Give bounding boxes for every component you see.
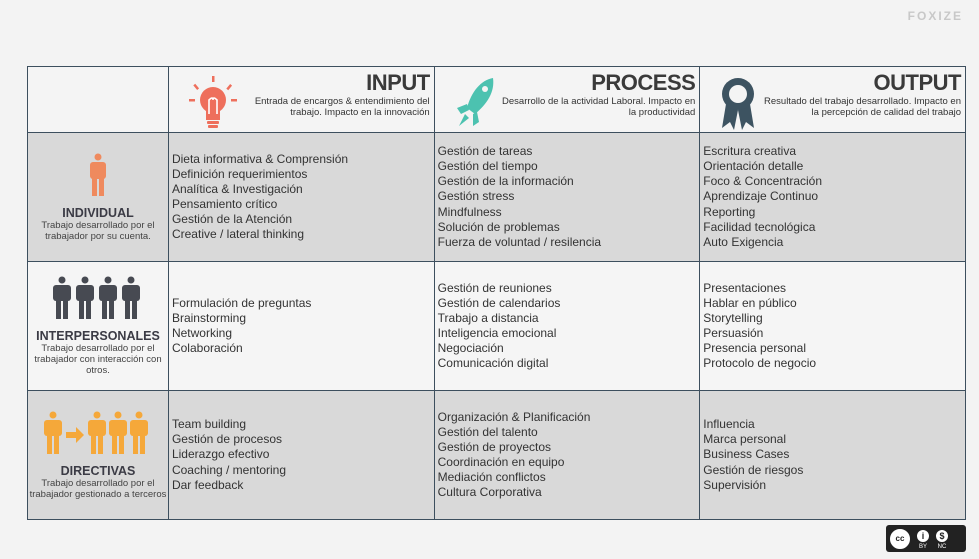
skill-item: Protocolo de negocio xyxy=(703,356,817,371)
skill-item: Gestión del talento xyxy=(437,424,538,439)
skill-item: Aprendizaje Continuo xyxy=(703,189,819,204)
column-header-input: INPUT Entrada de encargos & entendimient… xyxy=(167,66,435,133)
output-description: Resultado del trabajo desarrollado. Impa… xyxy=(764,95,961,119)
foxize-logo: FOXIZE xyxy=(907,9,963,23)
skill-item: Gestión de riesgos xyxy=(703,462,804,477)
category-title: INTERPERSONALES xyxy=(36,329,160,343)
category-individual: INDIVIDUAL Trabajo desarrollado por el t… xyxy=(27,132,169,262)
skill-item: Pensamiento crítico xyxy=(171,197,278,211)
skill-item: Gestión del tiempo xyxy=(437,159,538,174)
skill-item: Mediación conflictos xyxy=(437,470,546,485)
skill-item: Formulación de preguntas xyxy=(171,295,312,310)
skill-item: Influencia xyxy=(703,417,755,432)
skill-item: Foco & Concentración xyxy=(703,174,823,189)
category-directivas: DIRECTIVAS Trabajo desarrollado por el t… xyxy=(27,390,169,520)
skill-item: Liderazgo efectivo xyxy=(171,447,270,462)
row-interpersonales: INTERPERSONALES Trabajo desarrollado por… xyxy=(27,261,966,391)
skill-item: Analítica & Investigación xyxy=(171,181,303,196)
skill-item: Organización & Planificación xyxy=(437,409,591,424)
skill-item: Dieta informativa & Comprensión xyxy=(171,151,349,166)
skill-item: Gestión de procesos xyxy=(171,432,283,447)
corner-cell xyxy=(27,66,169,133)
nc-label: NC xyxy=(937,543,947,550)
input-description: Entrada de encargos & entendimiento del … xyxy=(254,95,430,119)
skill-item: Definición requerimientos xyxy=(171,166,308,181)
skill-item: Gestión de la Atención xyxy=(171,212,293,227)
skill-item: Brainstorming xyxy=(171,310,246,325)
skill-item: Storytelling xyxy=(703,310,763,325)
skill-item: Coordinación en equipo xyxy=(437,455,565,469)
skill-item: Presencia personal xyxy=(703,341,807,356)
skill-item: Reporting xyxy=(703,204,756,219)
category-description: Trabajo desarrollado por el trabajador p… xyxy=(41,219,155,242)
row-directivas: DIRECTIVAS Trabajo desarrollado por el t… xyxy=(27,390,966,520)
skill-item: Coaching / mentoring xyxy=(171,462,287,477)
skill-item: Colaboración xyxy=(171,341,243,356)
skill-item: Gestión de reuniones xyxy=(437,280,552,295)
category-title: INDIVIDUAL xyxy=(62,205,134,220)
skill-item: Team building xyxy=(171,417,247,432)
header-row: INPUT Entrada de encargos & entendimient… xyxy=(27,66,966,133)
skill-item: Persuasión xyxy=(703,326,764,340)
skill-item: Supervisión xyxy=(703,477,766,492)
skill-item: Trabajo a distancia xyxy=(437,310,539,325)
lightbulb-icon xyxy=(188,75,237,128)
row-individual: INDIVIDUAL Trabajo desarrollado por el t… xyxy=(27,132,966,262)
skill-item: Mindfulness xyxy=(437,204,502,219)
skill-item: Cultura Corporativa xyxy=(437,485,542,500)
skill-item: Presentaciones xyxy=(703,280,787,295)
rocket-icon xyxy=(456,77,493,126)
attribution-icon: i xyxy=(915,527,931,544)
skill-item: Solución de problemas xyxy=(437,219,560,234)
skill-item: Creative / lateral thinking xyxy=(171,227,305,242)
award-ribbon-icon xyxy=(722,77,755,130)
skill-item: Negociación xyxy=(437,341,504,356)
skill-item: Inteligencia emocional xyxy=(437,326,557,340)
process-description: Desarrollo de la actividad Laboral. Impa… xyxy=(502,95,696,119)
column-header-output: OUTPUT Resultado del trabajo desarrollad… xyxy=(699,66,966,133)
output-title: OUTPUT xyxy=(873,69,962,95)
skill-item: Networking xyxy=(171,326,232,340)
skill-item: Comunicación digital xyxy=(437,356,549,371)
skill-item: Gestión de calendarios xyxy=(437,295,561,310)
skill-item: Orientación detalle xyxy=(703,159,804,174)
cc-icon: cc xyxy=(888,526,912,551)
person-icon xyxy=(89,153,106,196)
category-description: Trabajo desarrollado por el trabajador g… xyxy=(29,477,167,500)
skill-item: Facilidad tecnológica xyxy=(703,219,816,234)
skill-item: Hablar en público xyxy=(703,295,797,310)
by-label: BY xyxy=(918,543,927,550)
skill-item: Escritura creativa xyxy=(703,144,796,159)
skill-item: Auto Exigencia xyxy=(703,234,784,249)
skill-item: Gestión de tareas xyxy=(437,144,533,159)
category-description: Trabajo desarrollado por el trabajador c… xyxy=(34,343,162,376)
skill-item: Business Cases xyxy=(703,447,790,462)
skill-item: Gestión de la información xyxy=(437,174,574,189)
skills-matrix: INPUT Entrada de encargos & entendimient… xyxy=(27,66,966,520)
noncommercial-icon: $ xyxy=(934,527,950,544)
skill-item: Gestión de proyectos xyxy=(437,439,552,454)
leader-to-team-icon xyxy=(43,411,148,454)
input-title: INPUT xyxy=(366,69,430,95)
skill-item: Marca personal xyxy=(703,432,787,447)
skill-item: Fuerza de voluntad / resilencia xyxy=(437,234,602,249)
category-interpersonales: INTERPERSONALES Trabajo desarrollado por… xyxy=(27,261,169,391)
group-people-icon xyxy=(52,276,140,319)
process-title: PROCESS xyxy=(591,69,696,95)
skill-item: Gestión stress xyxy=(437,189,515,204)
category-title: DIRECTIVAS xyxy=(60,463,136,478)
skill-item: Dar feedback xyxy=(171,477,244,492)
column-header-process: PROCESS Desarrollo de la actividad Labor… xyxy=(433,66,701,133)
